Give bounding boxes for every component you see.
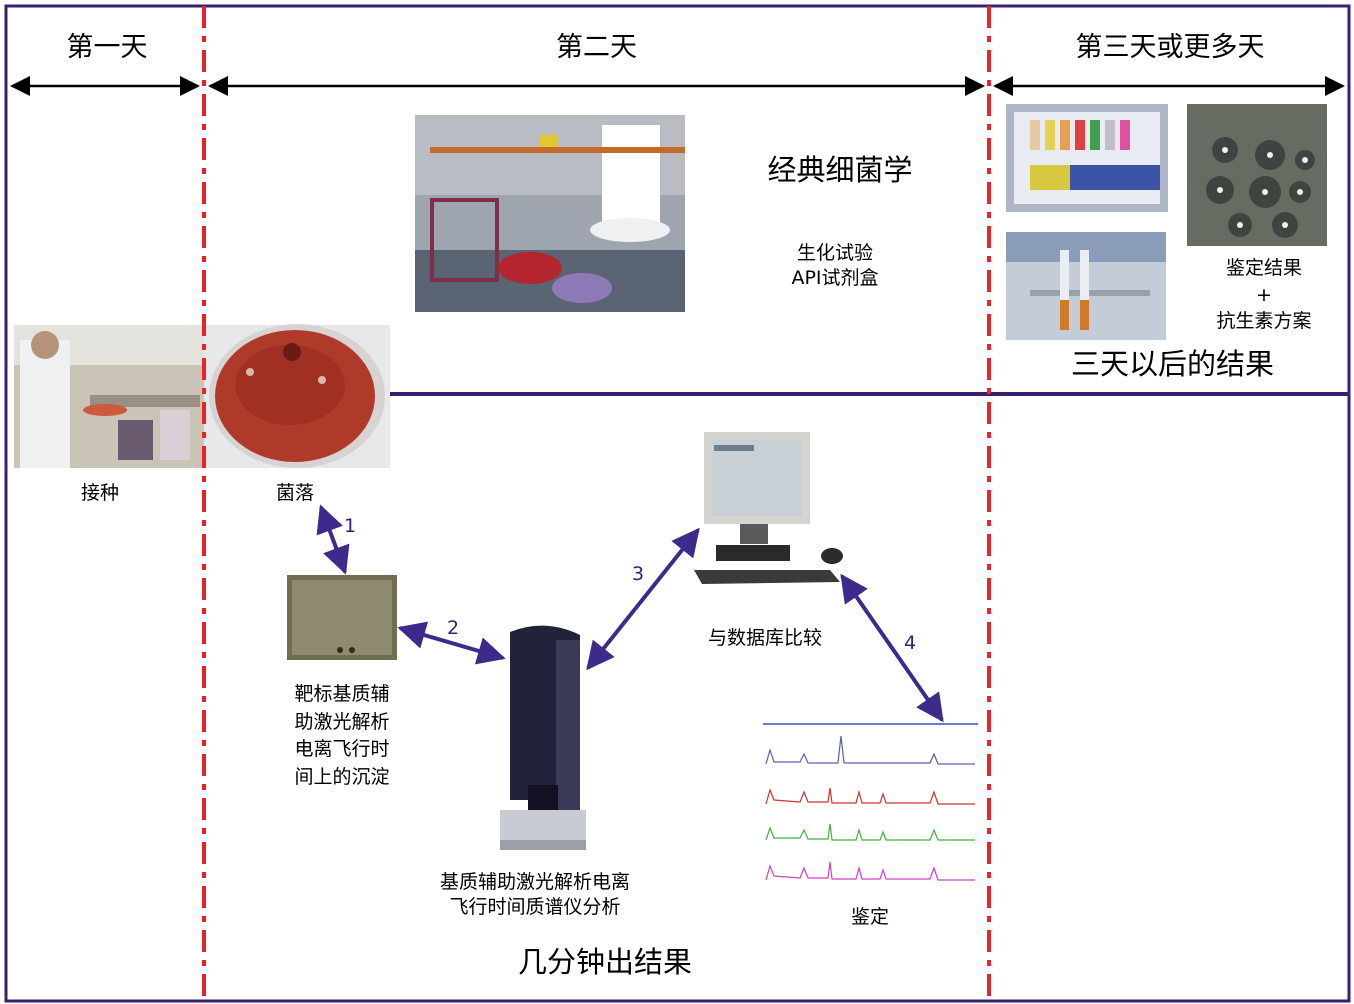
biochemical-tests-line1: 生化试验 xyxy=(796,242,873,264)
identification-result-label: 鉴定结果 + 抗生素方案 xyxy=(1180,255,1348,335)
api-strip-photo xyxy=(1006,104,1168,212)
step2-number: 2 xyxy=(446,617,460,639)
identification-label: 鉴定 xyxy=(850,906,889,928)
target-caption-line4: 间上的沉淀 xyxy=(294,765,390,788)
step3-number: 3 xyxy=(631,563,645,585)
step4-arrow xyxy=(840,573,944,723)
step1-number: 1 xyxy=(343,515,357,537)
antibiotic-plan-line: 抗生素方案 xyxy=(1216,310,1312,333)
plus-sign: + xyxy=(1256,283,1272,306)
classic-bacteriology-title: 经典细菌学 xyxy=(767,153,913,187)
mass-spectrometer-photo xyxy=(500,625,586,850)
identification-result-line1: 鉴定结果 xyxy=(1225,257,1302,279)
target-caption-line3: 电离飞行时 xyxy=(294,738,390,761)
after-three-days-label: 三天以后的结果 xyxy=(1070,347,1274,381)
maldi-caption-line1: 基质辅助激光解析电离 xyxy=(439,871,630,893)
lab-equipment-photo xyxy=(415,115,685,312)
step3-arrow xyxy=(586,527,700,671)
day2-label: 第二天 xyxy=(556,32,637,63)
target-caption-line1: 靶标基质辅 xyxy=(294,683,390,705)
target-plate-caption: 靶标基质辅 助激光解析 电离飞行时 间上的沉淀 xyxy=(262,681,422,791)
colony-label: 菌落 xyxy=(275,482,314,504)
step2-arrow xyxy=(397,621,506,665)
antibiotic-plate-photo xyxy=(1187,104,1327,246)
outer-frame xyxy=(4,4,1351,1003)
colony-photo xyxy=(204,324,390,468)
day1-label: 第一天 xyxy=(66,32,148,63)
computer-photo xyxy=(694,432,843,584)
inoculation-label: 接种 xyxy=(80,482,119,504)
inoculation-photo xyxy=(14,325,204,468)
day3-label: 第三天或更多天 xyxy=(1075,32,1265,63)
test-tube-rack-photo xyxy=(1006,232,1166,340)
minutes-result-label: 几分钟出结果 xyxy=(517,945,692,979)
api-kit-line: API试剂盒 xyxy=(791,266,879,289)
target-plate-photo xyxy=(287,575,397,660)
maldi-caption-line2: 飞行时间质谱仪分析 xyxy=(449,895,621,918)
step1-arrow xyxy=(316,504,350,575)
step4-number: 4 xyxy=(903,632,917,654)
compare-database-label: 与数据库比较 xyxy=(707,627,822,649)
target-caption-line2: 助激光解析 xyxy=(294,710,390,733)
biochemical-tests-label: 生化试验 API试剂盒 xyxy=(720,241,950,290)
spectra-photo xyxy=(763,722,978,894)
maldi-analysis-caption: 基质辅助激光解析电离 飞行时间质谱仪分析 xyxy=(400,870,670,919)
